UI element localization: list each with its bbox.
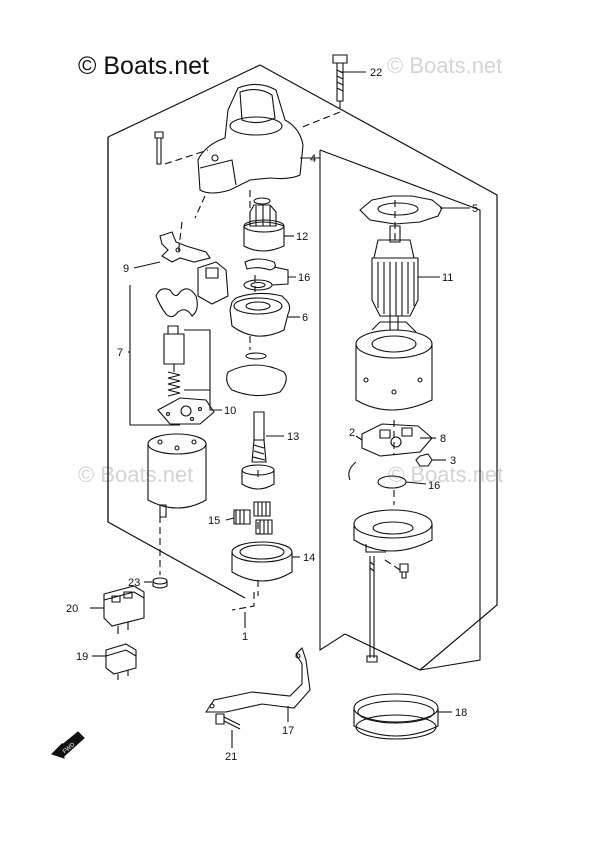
plate-part-10 xyxy=(158,398,214,424)
callout-2: 2 xyxy=(349,427,355,439)
callout-21: 21 xyxy=(225,751,237,763)
callout-5: 5 xyxy=(472,203,478,215)
callout-19: 19 xyxy=(76,651,88,663)
shaft-part-13 xyxy=(242,412,274,489)
nut-part-3 xyxy=(416,454,432,466)
callout-22: 22 xyxy=(370,67,382,79)
callout-leaders xyxy=(90,72,470,748)
watermark-main: © Boats.net xyxy=(78,52,209,80)
seal-ring-part-18 xyxy=(354,694,438,739)
spring-part xyxy=(168,372,180,396)
assembly-outline xyxy=(108,65,497,670)
housing-part-6 xyxy=(230,293,290,359)
end-frame xyxy=(354,510,432,552)
washer-part-23 xyxy=(153,578,167,588)
gasket xyxy=(227,365,287,396)
planetary-gears-part-15 xyxy=(234,502,272,534)
relay-part-19 xyxy=(106,644,136,680)
callout-6: 6 xyxy=(302,312,308,324)
bolt-part-22 xyxy=(333,55,347,101)
callout-1: 1 xyxy=(242,631,248,643)
bolt-part-21 xyxy=(216,714,240,729)
ring-gear-part-14 xyxy=(232,542,292,581)
brush-holder-part-8 xyxy=(349,424,432,480)
relay-part-20 xyxy=(104,586,144,634)
callout-15: 15 xyxy=(208,515,220,527)
callout-14: 14 xyxy=(303,552,315,564)
callout-3: 3 xyxy=(450,455,456,467)
motor-assembly-part-1 xyxy=(148,434,206,517)
callout-16: 16 xyxy=(298,272,310,284)
brush-part xyxy=(164,326,184,372)
solenoid-part-4 xyxy=(198,84,303,193)
washer-part-16 xyxy=(378,476,406,488)
callout-12: 12 xyxy=(296,231,308,243)
bolt-left xyxy=(155,132,163,164)
watermark-faint: © Boats.net xyxy=(387,53,503,78)
callout-7: 7 xyxy=(117,347,123,359)
fwd-arrow-icon xyxy=(52,732,84,758)
motor-group-outline xyxy=(320,150,480,670)
terminal-block-part xyxy=(198,262,228,304)
callout-16b: 16 xyxy=(428,480,440,492)
callout-23: 23 xyxy=(128,577,140,589)
plate-part-5 xyxy=(360,196,442,224)
callout-17: 17 xyxy=(282,725,294,737)
watermark-faint: © Boats.net xyxy=(388,462,504,487)
pinion-gear-part-12 xyxy=(244,198,284,251)
callout-18: 18 xyxy=(455,707,467,719)
callout-10: 10 xyxy=(224,405,236,417)
bracket-part-17 xyxy=(206,648,310,712)
callout-labels: 22 4 5 12 9 16 11 6 7 10 13 2 8 3 16 15 … xyxy=(62,67,478,763)
watermark-faint: © Boats.net xyxy=(78,462,194,487)
armature-part-11 xyxy=(372,226,418,330)
callout-11: 11 xyxy=(442,272,453,284)
callout-8: 8 xyxy=(440,433,446,445)
callout-4: 4 xyxy=(310,153,316,165)
callout-20: 20 xyxy=(66,603,78,615)
brush-spring-part xyxy=(156,289,197,317)
snap-rings-part-16 xyxy=(244,259,275,290)
shift-lever-part-9 xyxy=(160,232,210,262)
through-bolt xyxy=(367,556,377,662)
callout-9: 9 xyxy=(123,263,129,275)
screw xyxy=(400,564,408,578)
assembly-outline-left xyxy=(108,137,245,598)
yoke-frame xyxy=(356,322,432,410)
callout-13: 13 xyxy=(287,431,299,443)
